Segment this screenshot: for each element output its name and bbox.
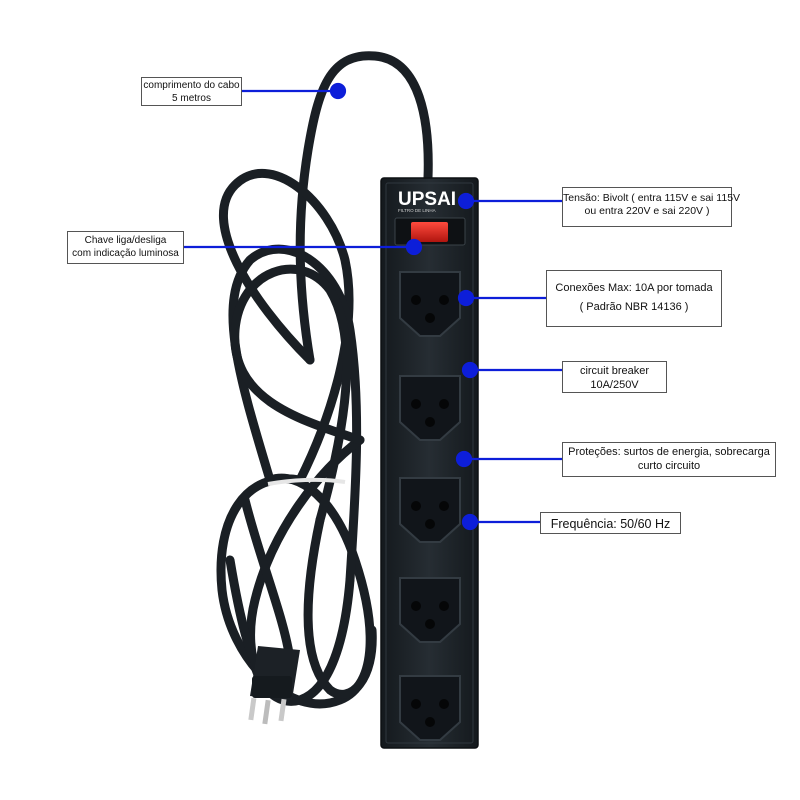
callout-frequency-line1: Frequência: 50/60 Hz: [550, 517, 671, 531]
pointer-dot-connections: [457, 289, 475, 307]
callout-connections-line1: Conexões Max: 10A por tomada: [555, 282, 713, 294]
callout-protections-line1: Proteções: surtos de energia, sobrecarga: [568, 446, 770, 458]
outlet-4: [399, 577, 461, 643]
brand-logo: UPSAI: [398, 189, 456, 210]
callout-voltage-line2: ou entra 220V e sai 220V ): [584, 205, 710, 218]
callout-switch-line2: com indicação luminosa: [72, 247, 179, 259]
brand-subtitle: FILTRO DE LINHA: [398, 208, 436, 213]
pointer-dot-cable: [329, 82, 347, 100]
outlet-3: [399, 477, 461, 543]
pointer-dot-frequency: [461, 513, 479, 531]
pointer-dot-switch: [405, 238, 423, 256]
outlet-5: [399, 675, 461, 741]
callout-protections-line2: curto circuito: [637, 459, 701, 472]
pointer-dot-protections: [455, 450, 473, 468]
callout-breaker-line2: 10A/250V: [590, 378, 639, 391]
callout-connections-line2: ( Padrão NBR 14136 ): [579, 300, 689, 313]
callout-cable-length: comprimento do cabo 5 metros: [141, 77, 242, 106]
callout-protections: Proteções: surtos de energia, sobrecarga…: [562, 442, 776, 477]
power-switch[interactable]: [394, 217, 466, 246]
cable-tie: [267, 477, 346, 486]
callout-voltage-line1: Tensão: Bivolt ( entra 115V e sai 115V: [563, 192, 741, 204]
callout-switch: Chave liga/desliga com indicação luminos…: [67, 231, 184, 264]
callout-pointers: [184, 82, 562, 531]
callout-cable-length-line2: 5 metros: [172, 92, 211, 104]
power-plug: [248, 646, 300, 725]
pointer-dot-voltage: [457, 192, 475, 210]
callout-switch-line1: Chave liga/desliga: [84, 235, 167, 246]
callout-frequency: Frequência: 50/60 Hz: [540, 512, 681, 534]
outlet-1: [399, 271, 461, 337]
pointer-dot-breaker: [461, 361, 479, 379]
callout-cable-length-line1: comprimento do cabo: [143, 80, 240, 91]
callout-voltage: Tensão: Bivolt ( entra 115V e sai 115V o…: [562, 187, 741, 227]
callout-breaker-line1: circuit breaker: [579, 365, 650, 377]
callout-connections: Conexões Max: 10A por tomada ( Padrão NB…: [546, 270, 722, 327]
outlet-2: [399, 375, 461, 441]
callout-breaker: circuit breaker 10A/250V: [562, 361, 667, 393]
